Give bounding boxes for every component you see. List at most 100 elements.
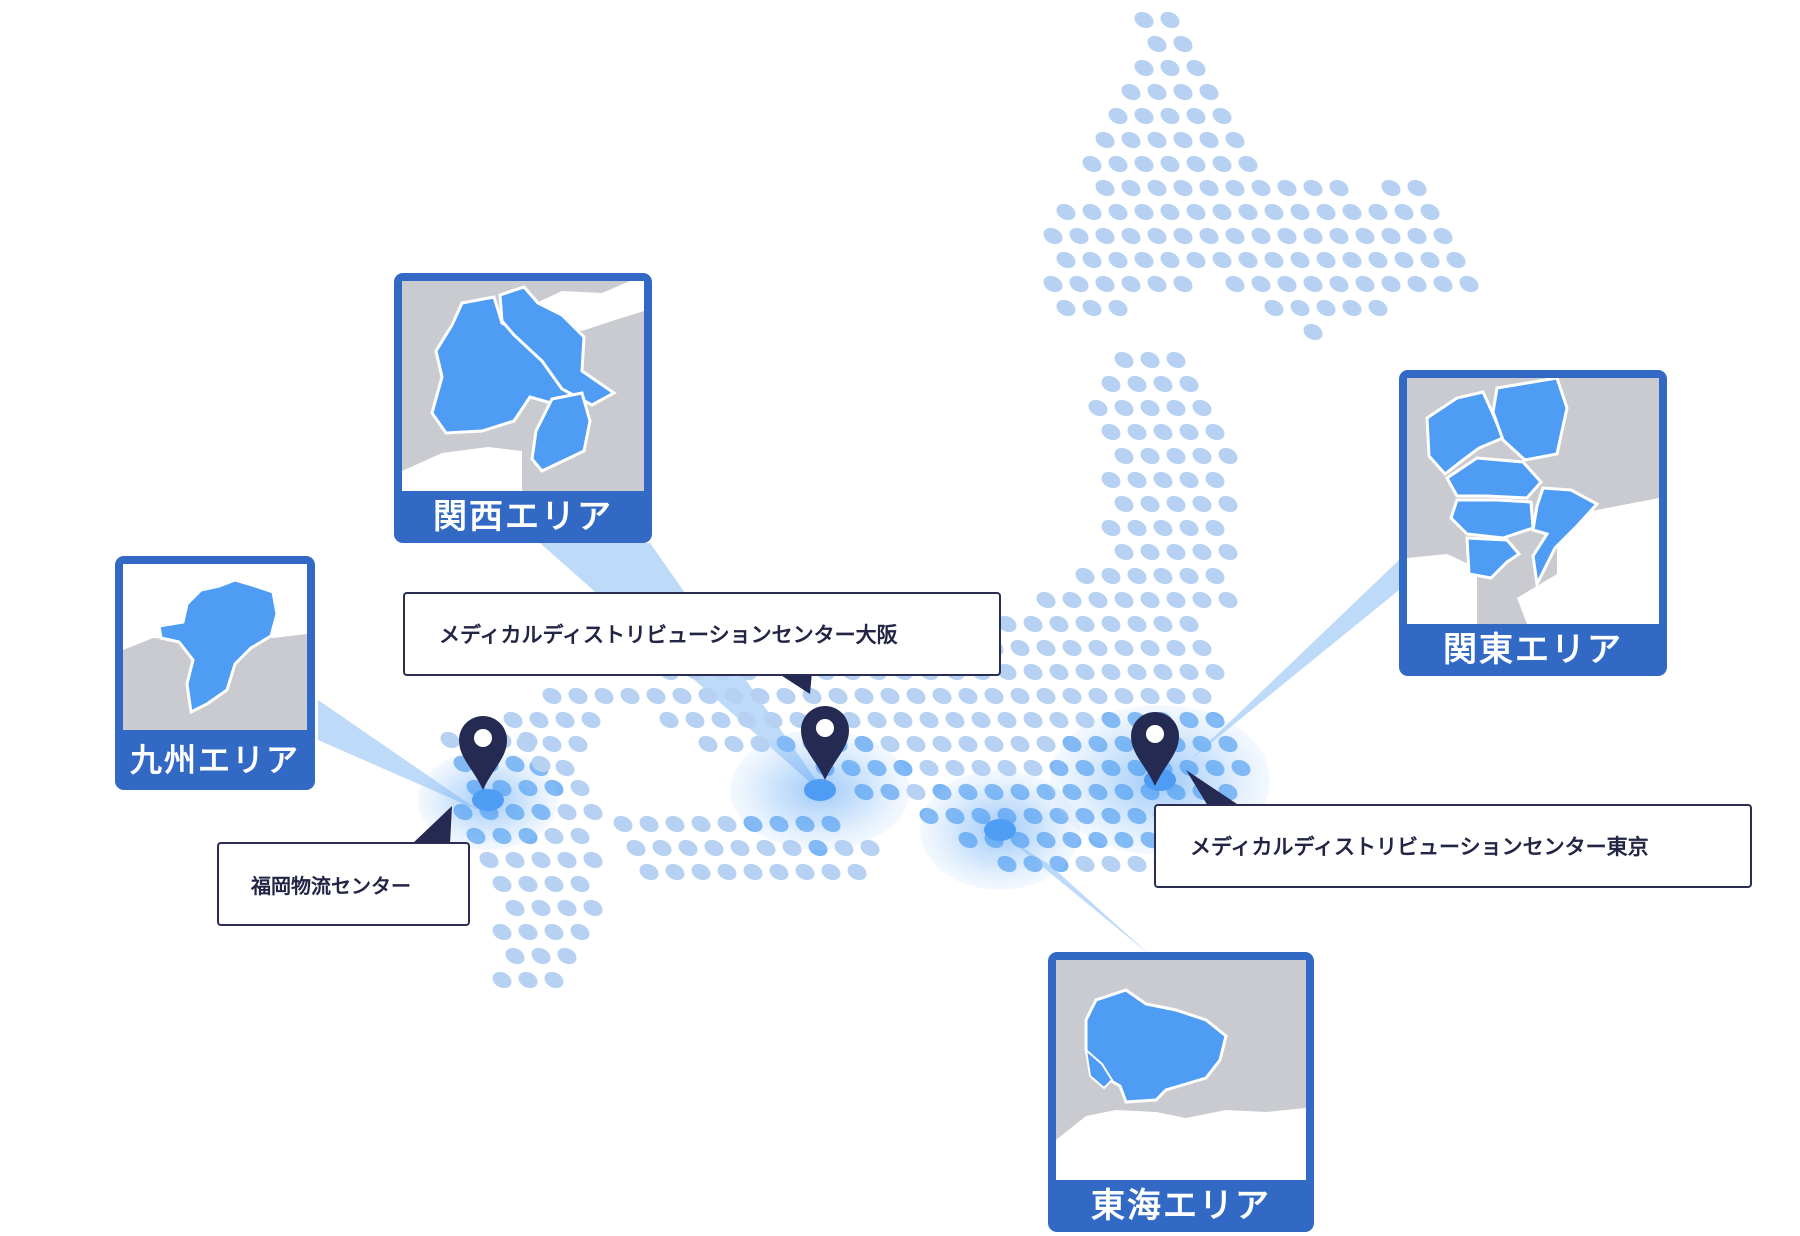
honshu-dot — [867, 711, 887, 729]
hokkaido-dot — [1082, 251, 1102, 269]
kyushu-dot — [570, 827, 590, 845]
osaka-center-callout[interactable]: メディカルディストリビューションセンター大阪 — [403, 592, 1001, 676]
hokkaido-dot — [1225, 179, 1245, 197]
hokkaido-dot — [1238, 203, 1258, 221]
shikoku-dot — [691, 815, 711, 833]
honshu-dot — [1140, 687, 1160, 705]
kyushu-dot — [557, 899, 577, 917]
hokkaido-dot — [1095, 227, 1115, 245]
honshu-dot — [1127, 423, 1147, 441]
honshu-dot — [1023, 615, 1043, 633]
kyushu-dot — [492, 971, 512, 989]
honshu-dot — [1036, 639, 1056, 657]
honshu-dot — [854, 687, 874, 705]
hokkaido-dot — [1407, 179, 1427, 197]
honshu-dot — [1140, 639, 1160, 657]
honshu-dot — [958, 735, 978, 753]
honshu-dot — [1114, 687, 1134, 705]
hokkaido-dot — [1407, 275, 1427, 293]
hokkaido-dot — [1147, 275, 1167, 293]
honshu-dot — [984, 687, 1004, 705]
honshu-dot — [1205, 471, 1225, 489]
honshu-dot — [1153, 519, 1173, 537]
fukuoka-center-callout[interactable]: 福岡物流センター — [217, 842, 470, 926]
tokyo-location-pin-icon[interactable] — [1131, 712, 1179, 786]
kyushu-dot — [518, 731, 538, 749]
honshu-dot — [1218, 591, 1238, 609]
hokkaido-dot — [1160, 203, 1180, 221]
shikoku-dot — [743, 863, 763, 881]
hokkaido-dot — [1329, 275, 1349, 293]
honshu-dot — [1127, 519, 1147, 537]
honshu-dot — [685, 711, 705, 729]
honshu-dot — [1101, 567, 1121, 585]
honshu-dot — [1088, 399, 1108, 417]
honshu-dot — [581, 711, 601, 729]
honshu-dot — [1127, 615, 1147, 633]
hokkaido-dot — [1147, 131, 1167, 149]
honshu-dot — [880, 687, 900, 705]
honshu-dot — [672, 687, 692, 705]
hokkaido-dot — [1095, 131, 1115, 149]
hokkaido-dot — [1212, 203, 1232, 221]
hokkaido-dot — [1173, 131, 1193, 149]
honshu-dot — [711, 711, 731, 729]
hokkaido-dot — [1173, 179, 1193, 197]
honshu-dot — [555, 759, 575, 777]
kansai-area-card[interactable]: 関西エリア — [394, 273, 652, 543]
hokkaido-dot — [1160, 107, 1180, 125]
kyushu-glow-core — [472, 789, 504, 811]
hokkaido-dot — [1342, 251, 1362, 269]
hokkaido-dot — [1381, 179, 1401, 197]
hokkaido-dot — [1303, 323, 1323, 341]
hokkaido-dot — [1212, 155, 1232, 173]
honshu-dot — [1127, 855, 1147, 873]
honshu-dot — [1049, 663, 1069, 681]
tokai-area-card[interactable]: 東海エリア — [1048, 952, 1314, 1232]
kyushu-dot — [505, 851, 525, 869]
honshu-dot — [542, 687, 562, 705]
hokkaido-dot — [1199, 227, 1219, 245]
honshu-dot — [568, 735, 588, 753]
kyushu-dot — [492, 923, 512, 941]
shikoku-dot — [756, 839, 776, 857]
honshu-dot — [1166, 639, 1186, 657]
hokkaido-dot — [1108, 251, 1128, 269]
honshu-dot — [1036, 687, 1056, 705]
hokkaido-dot — [1329, 227, 1349, 245]
shikoku-dot — [847, 863, 867, 881]
kyushu-area-card[interactable]: 九州エリア — [115, 556, 315, 790]
honshu-dot — [1062, 687, 1082, 705]
kanto-area-card[interactable]: 関東エリア — [1399, 370, 1667, 676]
fukuoka-location-pin-icon[interactable] — [459, 716, 507, 790]
kanto-region-map — [1407, 378, 1659, 624]
hokkaido-dot — [1420, 203, 1440, 221]
honshu-dot — [1166, 351, 1186, 369]
honshu-dot — [1101, 375, 1121, 393]
honshu-dot — [1179, 423, 1199, 441]
honshu-dot — [1205, 663, 1225, 681]
honshu-dot — [919, 711, 939, 729]
hokkaido-dot — [1342, 203, 1362, 221]
shikoku-dot — [626, 839, 646, 857]
hokkaido-dot — [1355, 227, 1375, 245]
honshu-dot — [1179, 663, 1199, 681]
honshu-dot — [1023, 663, 1043, 681]
honshu-dot — [1179, 375, 1199, 393]
honshu-dot — [620, 687, 640, 705]
honshu-dot — [1166, 591, 1186, 609]
hokkaido-dot — [1264, 203, 1284, 221]
honshu-dot — [1140, 399, 1160, 417]
osaka-location-pin-icon[interactable] — [801, 706, 849, 780]
hokkaido-dot — [1290, 251, 1310, 269]
honshu-dot — [1140, 447, 1160, 465]
shikoku-dot — [717, 863, 737, 881]
shikoku-dot — [665, 815, 685, 833]
shikoku-dot — [652, 839, 672, 857]
hokkaido-dot — [1277, 227, 1297, 245]
honshu-dot — [1088, 591, 1108, 609]
hokkaido-dot — [1056, 251, 1076, 269]
tokyo-center-callout[interactable]: メディカルディストリビューションセンター東京 — [1154, 804, 1752, 888]
honshu-dot — [1140, 495, 1160, 513]
hokkaido-dot — [1186, 251, 1206, 269]
